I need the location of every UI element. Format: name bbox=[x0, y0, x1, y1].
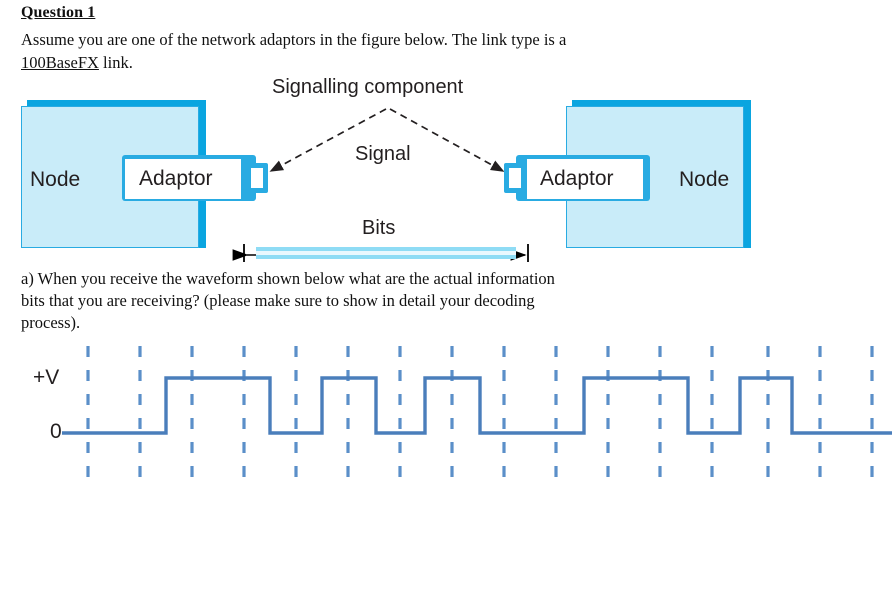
part-a-line-3: process). bbox=[21, 313, 81, 332]
question-line-1: Assume you are one of the network adapto… bbox=[21, 30, 567, 49]
left-node-shadow-top bbox=[27, 100, 205, 107]
right-node-label: Node bbox=[679, 168, 730, 191]
part-a-line-1: a) When you receive the waveform shown b… bbox=[21, 269, 555, 288]
right-connector-nub bbox=[508, 167, 522, 189]
question-title: Question 1 bbox=[21, 4, 96, 21]
waveform-gridlines bbox=[86, 346, 874, 490]
waveform-label-low: 0 bbox=[50, 420, 62, 443]
waveform-figure: +V 0 bbox=[0, 340, 892, 510]
waveform-label-high: +V bbox=[33, 366, 60, 389]
left-node-label: Node bbox=[30, 168, 81, 191]
part-a-line-2: bits that you are receiving? (please mak… bbox=[21, 291, 535, 310]
waveform-signal-trace bbox=[62, 376, 892, 435]
left-connector-nub bbox=[250, 167, 264, 189]
right-node-box bbox=[566, 106, 744, 248]
network-figure: Signalling component Signal Bits bbox=[0, 72, 892, 262]
waveform-svg bbox=[62, 346, 892, 490]
right-node-shadow-right bbox=[744, 100, 751, 248]
link-type-underlined: 100BaseFX bbox=[21, 53, 99, 72]
signal-label: Signal bbox=[355, 143, 411, 165]
right-node-shadow-top bbox=[572, 100, 750, 107]
figure-title-signalling-component: Signalling component bbox=[272, 76, 464, 98]
link-type-rest: link. bbox=[98, 53, 133, 72]
left-adaptor-label: Adaptor bbox=[139, 167, 213, 190]
right-adaptor-box bbox=[526, 158, 644, 200]
left-adaptor-box bbox=[124, 158, 242, 200]
bits-label: Bits bbox=[362, 217, 396, 239]
question-line-2: 100BaseFX link. bbox=[21, 53, 133, 73]
link-cable-inner bbox=[256, 251, 516, 255]
right-adaptor-label: Adaptor bbox=[540, 167, 614, 190]
